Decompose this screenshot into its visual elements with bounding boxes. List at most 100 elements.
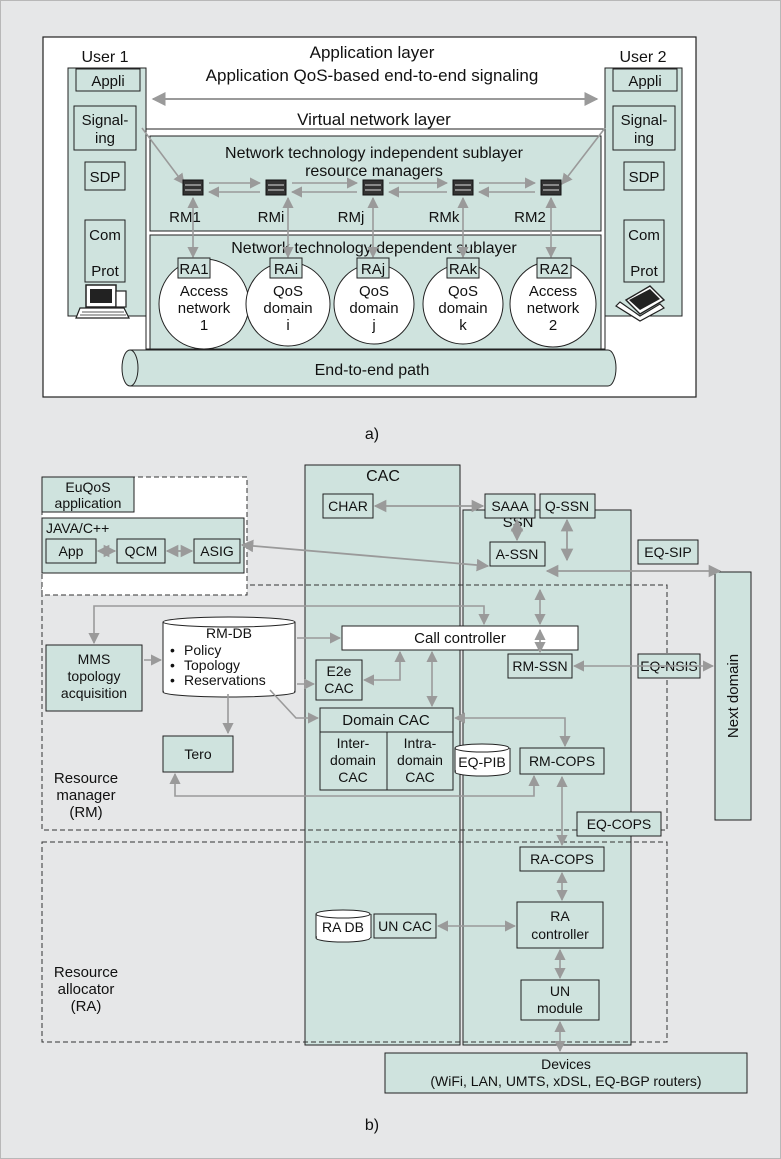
rmdb-title: RM-DB [206, 625, 252, 641]
signaling-label-1b: ing [95, 130, 115, 147]
radb-label: RA DB [322, 919, 364, 935]
virtual-layer-title: Virtual network layer [297, 110, 451, 129]
router-icon [363, 180, 383, 195]
ra-region-label: Resource [54, 964, 118, 981]
domain-text: domain [263, 300, 312, 317]
rmdb-bullet: • [170, 672, 175, 688]
rm-label: RMi [258, 209, 285, 226]
rmdb-bullet: • [170, 657, 175, 673]
ra-label: RAk [449, 261, 478, 278]
java-label: JAVA/C++ [46, 520, 109, 536]
ra-label: RA2 [539, 261, 568, 278]
domain-text: Access [180, 283, 228, 300]
domain-text: k [459, 317, 467, 334]
rm-region-label: Resource [54, 770, 118, 787]
e2e-label: CAC [324, 680, 354, 696]
call-controller-label: Call controller [414, 630, 506, 647]
asig-label: ASIG [200, 543, 233, 559]
rmcops-label: RM-COPS [529, 753, 595, 769]
diagram-a: User 1 User 2 Appli Appli Signal- ing Si… [43, 37, 696, 443]
assn-label: A-SSN [496, 546, 539, 562]
intra-label: domain [397, 752, 443, 768]
domain-text: 2 [549, 317, 557, 334]
router-icon [541, 180, 561, 195]
router-icon [183, 180, 203, 195]
domain-text: j [371, 317, 375, 334]
mms-label: topology [68, 668, 121, 684]
rm-region-label: (RM) [69, 804, 102, 821]
caption-b: b) [365, 1117, 379, 1134]
indep-sublayer-title-1: Network technology independent sublayer [225, 145, 524, 162]
router-icon [266, 180, 286, 195]
signaling-label-2b: ing [634, 130, 654, 147]
rmdb-item: Reservations [184, 672, 266, 688]
eqpib-label: EQ-PIB [458, 754, 505, 770]
domain-cac-label: Domain CAC [342, 712, 430, 729]
next-domain-label: Next domain [725, 654, 742, 738]
domain-text: network [178, 300, 231, 317]
prot-label-2: Prot [630, 263, 658, 280]
unmodule-label: module [537, 1000, 583, 1016]
rmdb-bullet: • [170, 642, 175, 658]
euqos-label-2: application [55, 495, 122, 511]
e2e-label: E2e [327, 663, 352, 679]
inter-label: Inter- [337, 735, 370, 751]
saaa-label: SAAA [491, 498, 529, 514]
domain-text: network [527, 300, 580, 317]
caption-a: a) [365, 426, 379, 443]
cac-title: CAC [366, 468, 400, 485]
domain-text: QoS [273, 283, 303, 300]
qcm-label: QCM [125, 543, 158, 559]
racontroller-label: RA [550, 908, 570, 924]
rm-label: RMk [429, 209, 460, 226]
com-label-1: Com [89, 227, 121, 244]
ra-region-label: allocator [58, 981, 115, 998]
application-signaling-title: Application QoS-based end-to-end signali… [206, 66, 539, 85]
eqcops-label: EQ-COPS [587, 816, 652, 832]
devices-label: (WiFi, LAN, UMTS, xDSL, EQ-BGP routers) [430, 1073, 701, 1089]
application-layer-title: Application layer [310, 43, 435, 62]
sdp-label-1: SDP [90, 169, 121, 186]
com-label-2: Com [628, 227, 660, 244]
domain-text: domain [349, 300, 398, 317]
rm-label: RM2 [514, 209, 546, 226]
dep-sublayer-title: Network technology dependent sublayer [231, 240, 517, 257]
user1-label: User 1 [81, 49, 128, 66]
appli-label-1: Appli [91, 73, 124, 90]
qssn-label: Q-SSN [545, 498, 589, 514]
signaling-label-2a: Signal- [621, 112, 668, 129]
unmodule-label: UN [550, 983, 570, 999]
user2-label: User 2 [619, 49, 666, 66]
rmdb-item: Policy [184, 642, 221, 658]
mms-label: MMS [78, 651, 111, 667]
ra-label: RA1 [179, 261, 208, 278]
appli-label-2: Appli [628, 73, 661, 90]
rmdb-item: Topology [184, 657, 240, 673]
rmssn-label: RM-SSN [512, 658, 567, 674]
racops-label: RA-COPS [530, 851, 594, 867]
euqos-label-1: EuQoS [65, 479, 110, 495]
indep-sublayer-title-2: resource managers [305, 163, 443, 180]
ra-label: RAi [274, 261, 298, 278]
intra-label: Intra- [404, 735, 437, 751]
sdp-label-2: SDP [629, 169, 660, 186]
signaling-label-1a: Signal- [82, 112, 129, 129]
router-icon [453, 180, 473, 195]
ra-label: RAj [361, 261, 385, 278]
diagram-b: CAC SSN EuQoS application JAVA/C++ App Q… [42, 465, 751, 1134]
eqsip-label: EQ-SIP [644, 544, 691, 560]
domain-text: domain [438, 300, 487, 317]
tero-label: Tero [184, 746, 211, 762]
domain-text: i [286, 317, 289, 334]
domain-text: 1 [200, 317, 208, 334]
app-label: App [59, 543, 84, 559]
racontroller-label: controller [531, 926, 589, 942]
char-label: CHAR [328, 498, 368, 514]
devices-label: Devices [541, 1056, 591, 1072]
domain-text: QoS [359, 283, 389, 300]
ra-region-label: (RA) [71, 998, 102, 1015]
rm-region-label: manager [56, 787, 115, 804]
domain-text: QoS [448, 283, 478, 300]
mms-label: acquisition [61, 685, 127, 701]
